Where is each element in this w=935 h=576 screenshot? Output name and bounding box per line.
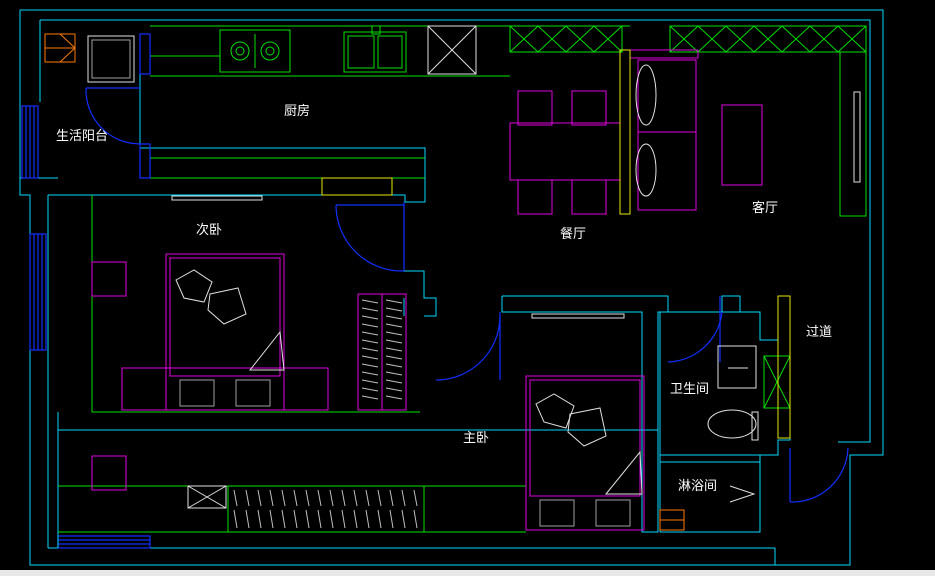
- wardrobe-second-hangers: [361, 299, 403, 400]
- tv-cabinet: [839, 51, 867, 217]
- top-cabinet: [509, 25, 867, 53]
- master-bedroom-area: [57, 295, 669, 548]
- room-label-bathroom: 卫生间: [670, 382, 709, 397]
- shaft-icon: [427, 25, 477, 75]
- wardrobe-master-hangers: [233, 489, 418, 529]
- sink-icon: [343, 25, 407, 73]
- second-bedroom-area: [91, 195, 437, 413]
- shower-cabinet: [763, 295, 791, 439]
- sofa: [619, 49, 699, 215]
- balcony-window: [21, 105, 39, 179]
- room-label-corridor: 过道: [806, 325, 832, 340]
- wardrobe-second: [357, 293, 407, 411]
- room-label-shower: 淋浴间: [678, 479, 717, 494]
- bed-second: [121, 253, 329, 411]
- water-heater-icon: [44, 33, 76, 63]
- room-label-master-bedroom: 主卧: [463, 431, 489, 446]
- bed-master: [525, 375, 645, 531]
- room-label-second-bedroom: 次卧: [196, 222, 222, 238]
- room-label-dining: 餐厅: [560, 226, 586, 242]
- shower-head-icon: [729, 485, 756, 503]
- dining-table: [509, 90, 621, 215]
- room-label-living: 客厅: [752, 200, 778, 216]
- toilet-icon: [707, 409, 759, 441]
- washbasin-icon: [717, 345, 757, 389]
- washing-machine-icon: [87, 35, 135, 83]
- wardrobe-master: [227, 485, 425, 533]
- room-label-balcony: 生活阳台: [56, 129, 108, 144]
- gas-stove-icon: [219, 29, 291, 73]
- outer-walls: [19, 9, 884, 566]
- status-bar: [0, 570, 935, 576]
- floor-drain-icon: [659, 509, 685, 531]
- bottom-window: [57, 535, 151, 549]
- coffee-table: [721, 104, 763, 186]
- room-label-kitchen: 厨房: [284, 103, 310, 119]
- second-bedroom-window: [29, 233, 47, 351]
